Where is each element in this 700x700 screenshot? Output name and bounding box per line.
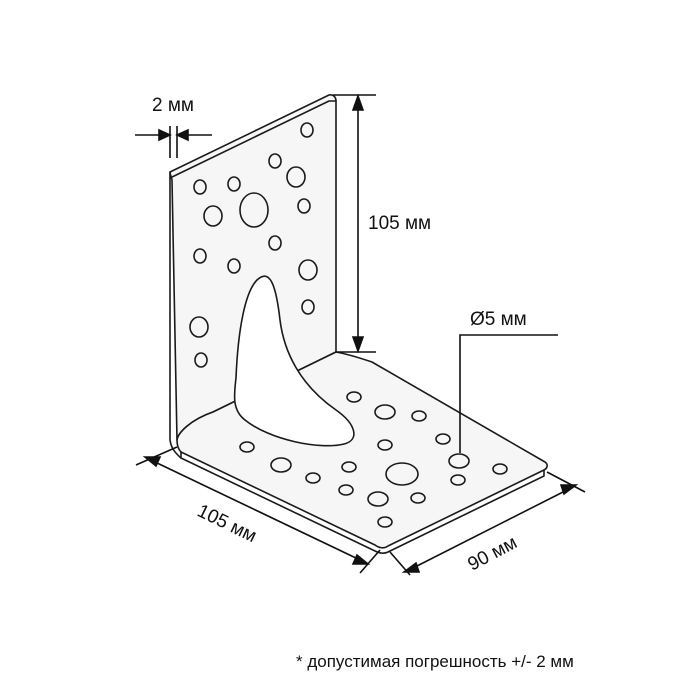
reinforcement-rib [233,275,355,447]
hole-diameter-leader [459,334,558,453]
height-arrowhead-bottom [351,336,365,354]
length-dim-line [154,461,359,560]
width-ext-back [546,471,586,493]
hole-diameter-label: Ø5 мм [470,309,527,330]
thickness-arrowhead-left [158,128,172,142]
plate-edge-top [169,100,337,179]
height-label: 105 мм [368,213,431,234]
horizontal-plate-holes [239,391,508,528]
length-arrowhead-right [351,553,371,565]
width-dim-line [412,489,568,569]
plate-edge-front [180,451,545,554]
width-arrowhead-front [401,561,421,573]
dimension-lines [135,93,586,576]
length-arrowhead-left [142,456,162,468]
thickness-arrowhead-right [175,128,189,142]
thickness-label: 2 мм [152,95,194,116]
width-label: 90 мм [464,532,520,575]
tolerance-footnote: * допустимая погрешность +/- 2 мм [296,652,574,671]
height-arrowhead-top [351,93,365,111]
width-arrowhead-back [559,484,579,496]
length-ext-right [359,549,381,574]
vertical-plate-holes [189,122,318,368]
length-ext-left [135,446,178,466]
